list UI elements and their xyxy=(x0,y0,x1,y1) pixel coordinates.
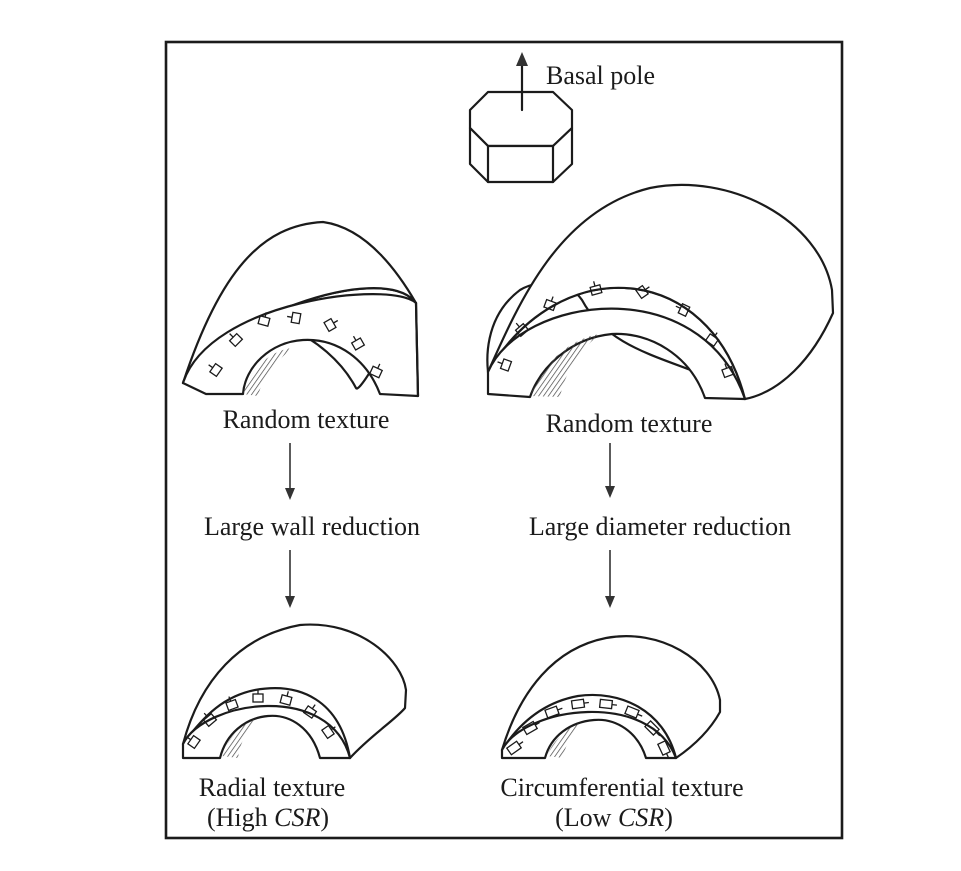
tube-top-left xyxy=(181,220,420,398)
crystal-cell-icon xyxy=(644,720,661,737)
tube-bottom-right xyxy=(500,635,722,760)
arrow-down-icon xyxy=(605,550,615,608)
crystal-cell-icon xyxy=(320,724,336,740)
label-bottom-left-line2: (High CSR) xyxy=(207,803,329,832)
tube-top-right xyxy=(486,183,835,401)
crystal-cell-icon xyxy=(721,363,735,379)
crystal-cell-icon xyxy=(544,705,563,719)
cells-bottom-right xyxy=(505,698,672,759)
arrow-down-icon xyxy=(285,550,295,608)
tube-bottom-left xyxy=(181,623,408,760)
crystal-cell-icon xyxy=(252,689,264,703)
crystal-cell-icon xyxy=(634,284,650,300)
crystal-cell-icon xyxy=(624,705,643,719)
basal-pole-arrow xyxy=(516,52,528,112)
crystal-cell-icon xyxy=(704,332,720,348)
crystal-cell-icon xyxy=(287,311,302,325)
crystal-cell-icon xyxy=(350,335,366,351)
crystal-cell-icon xyxy=(279,691,293,706)
hexagonal-prism-icon xyxy=(468,90,574,184)
crystal-cell-icon xyxy=(598,698,618,710)
crystal-cell-icon xyxy=(202,712,218,728)
crystal-cell-icon xyxy=(656,740,672,759)
process-left-label: Large wall reduction xyxy=(204,512,420,541)
crystal-cell-icon xyxy=(257,312,271,327)
crystal-cell-icon xyxy=(368,363,384,379)
arrow-down-icon xyxy=(285,443,295,500)
label-top-left: Random texture xyxy=(223,405,390,434)
basal-pole-label: Basal pole xyxy=(546,61,655,90)
label-bottom-left-line1: Radial texture xyxy=(199,773,346,802)
cells-bottom-left xyxy=(186,689,336,750)
cells-top-left xyxy=(208,311,384,379)
crystal-cell-icon xyxy=(570,698,589,710)
crystal-cell-icon xyxy=(228,332,244,348)
crystal-cell-icon xyxy=(208,362,224,378)
crystal-cell-icon xyxy=(543,296,557,312)
crystal-cell-icon xyxy=(589,281,603,296)
label-top-right: Random texture xyxy=(546,409,713,438)
arrow-down-icon xyxy=(605,443,615,498)
crystal-cell-icon xyxy=(514,322,530,338)
label-bottom-right-line1: Circumferential texture xyxy=(500,773,743,802)
crystal-cell-icon xyxy=(186,734,202,750)
cells-top-right xyxy=(497,281,735,379)
crystal-cell-icon xyxy=(505,740,524,756)
label-bottom-right-line2: (Low CSR) xyxy=(555,803,673,832)
process-right-label: Large diameter reduction xyxy=(529,512,791,541)
crystal-cell-icon xyxy=(302,704,318,720)
crystal-cell-icon xyxy=(675,302,691,318)
crystal-cell-icon xyxy=(497,358,513,372)
crystal-cell-icon xyxy=(225,696,239,712)
figure-frame xyxy=(164,40,844,840)
crystal-cell-icon xyxy=(521,720,540,736)
crystal-cell-icon xyxy=(323,317,339,333)
